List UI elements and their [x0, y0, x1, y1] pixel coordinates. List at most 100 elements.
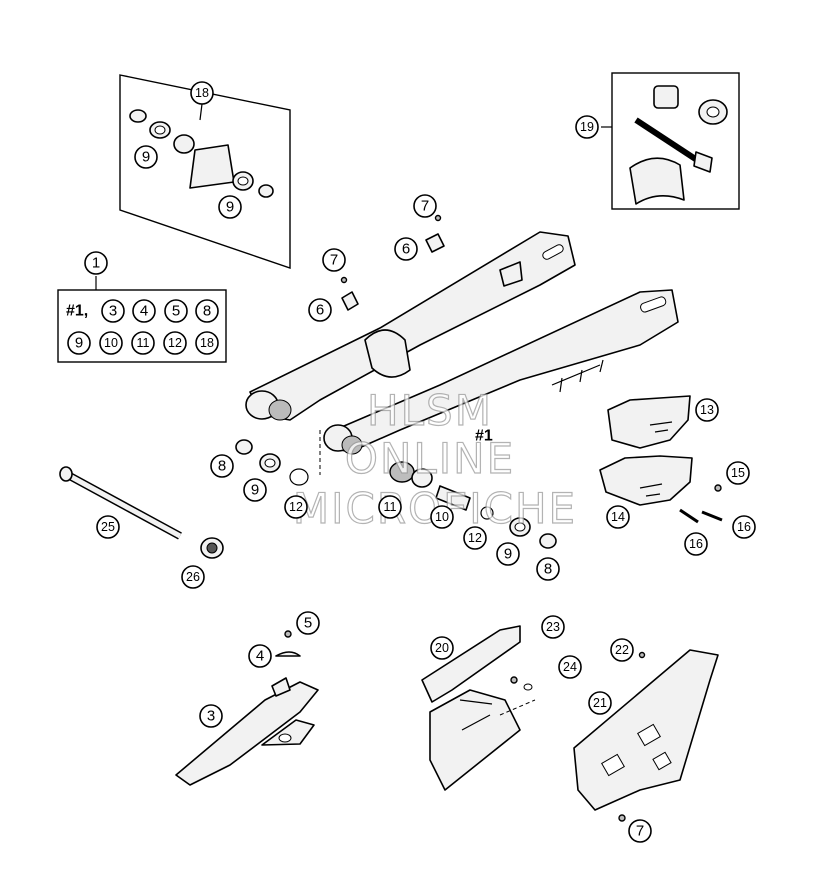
callout-circle [101, 299, 125, 323]
callout-circle [695, 398, 719, 422]
callout-24: 24 [558, 655, 582, 679]
callout-number: 9 [142, 149, 150, 166]
callout-8: 8 [210, 454, 234, 478]
chain-slider [175, 630, 319, 786]
callout-8: 8 [536, 557, 560, 581]
callout-circle [496, 542, 520, 566]
callout-circle [541, 615, 565, 639]
callout-circle [195, 299, 219, 323]
pivot-axle [59, 466, 224, 559]
callout-number: 3 [109, 303, 117, 320]
callout-7: 7 [322, 248, 346, 272]
kit-item: 10 [99, 331, 123, 355]
callout-number: 9 [251, 482, 259, 499]
callout-circle [536, 557, 560, 581]
callout-5: 5 [296, 611, 320, 635]
swingarm-guard [573, 649, 719, 822]
callout-9: 9 [243, 478, 267, 502]
callout-7: 7 [413, 194, 437, 218]
callout-25: 25 [96, 515, 120, 539]
kit-item: 9 [67, 331, 91, 355]
callout-circle [199, 704, 223, 728]
callout-number: 6 [402, 241, 410, 258]
callout-number: 11 [384, 500, 397, 514]
callout-number: 10 [104, 336, 118, 350]
callout-circle [413, 194, 437, 218]
kit-item: 11 [131, 331, 155, 355]
callout-number: 5 [172, 303, 180, 320]
callout-12: 12 [463, 526, 487, 550]
callout-number: 16 [737, 520, 751, 534]
callout-circle [394, 237, 418, 261]
chain-guard [421, 625, 536, 791]
callout-circle [248, 644, 272, 668]
kit-item: 18 [195, 331, 219, 355]
callout-7: 7 [628, 819, 652, 843]
callout-13: 13 [695, 398, 719, 422]
callout-circle [430, 505, 454, 529]
callout-number: 8 [544, 561, 552, 578]
callout-9: 9 [496, 542, 520, 566]
callout-number: 8 [203, 303, 211, 320]
chain-guide [599, 395, 723, 524]
callout-number: 18 [195, 86, 209, 100]
callout-number: 12 [168, 336, 182, 350]
callout-number: 25 [101, 520, 115, 534]
callout-circle [732, 515, 756, 539]
kit-1-contents: 3 4 5 8 9 10 11 12 18 [67, 299, 219, 355]
callout-number: 3 [207, 708, 215, 725]
callout-circle [610, 638, 634, 662]
swingarm [245, 231, 679, 455]
kit-1-prefix: #1, [66, 303, 88, 320]
kit-item: 8 [195, 299, 219, 323]
bearing-kit-panel [119, 74, 291, 269]
callout-16: 16 [732, 515, 756, 539]
callout-14: 14 [606, 505, 630, 529]
kit-item: 12 [163, 331, 187, 355]
callout-number: 8 [218, 458, 226, 475]
callout-number: 7 [636, 823, 644, 840]
callout-circle [131, 331, 155, 355]
callout-22: 22 [610, 638, 634, 662]
callout-circle [134, 145, 158, 169]
callout-10: 10 [430, 505, 454, 529]
callout-circle [430, 636, 454, 660]
callout-number: 11 [137, 336, 150, 350]
callout-circle [575, 115, 599, 139]
callout-6: 6 [308, 298, 332, 322]
callout-number: 16 [689, 537, 703, 551]
callout-21: 21 [588, 691, 612, 715]
watermark: HLSM ONLINE MICROFICHE [292, 385, 575, 533]
callout-circle [96, 515, 120, 539]
callout-circle [558, 655, 582, 679]
callout-circle [243, 478, 267, 502]
kit-item: 4 [132, 299, 156, 323]
callout-number: 1 [92, 255, 100, 272]
callout-circle [190, 81, 214, 105]
callout-circle [628, 819, 652, 843]
callout-23: 23 [541, 615, 565, 639]
callout-number: 12 [468, 531, 482, 545]
callout-circle [588, 691, 612, 715]
callout-number: 26 [186, 570, 200, 584]
callout-number: 9 [75, 335, 83, 352]
callout-circle [726, 461, 750, 485]
callout-circle [84, 251, 108, 275]
callout-number: 12 [289, 500, 303, 514]
callout-circle [296, 611, 320, 635]
watermark-line-1: HLSM [367, 386, 493, 435]
callout-15: 15 [726, 461, 750, 485]
watermark-line-2: ONLINE [345, 434, 515, 483]
callout-circle [463, 526, 487, 550]
callout-circle [378, 495, 402, 519]
callout-circle [322, 248, 346, 272]
callout-number: 13 [700, 403, 714, 417]
callout-number: 9 [504, 546, 512, 563]
callout-circle [284, 495, 308, 519]
callout-number: 4 [256, 648, 264, 665]
callout-circle [164, 299, 188, 323]
callout-number: 14 [611, 510, 625, 524]
callout-number: 4 [140, 303, 148, 320]
callout-number: 18 [200, 336, 214, 350]
